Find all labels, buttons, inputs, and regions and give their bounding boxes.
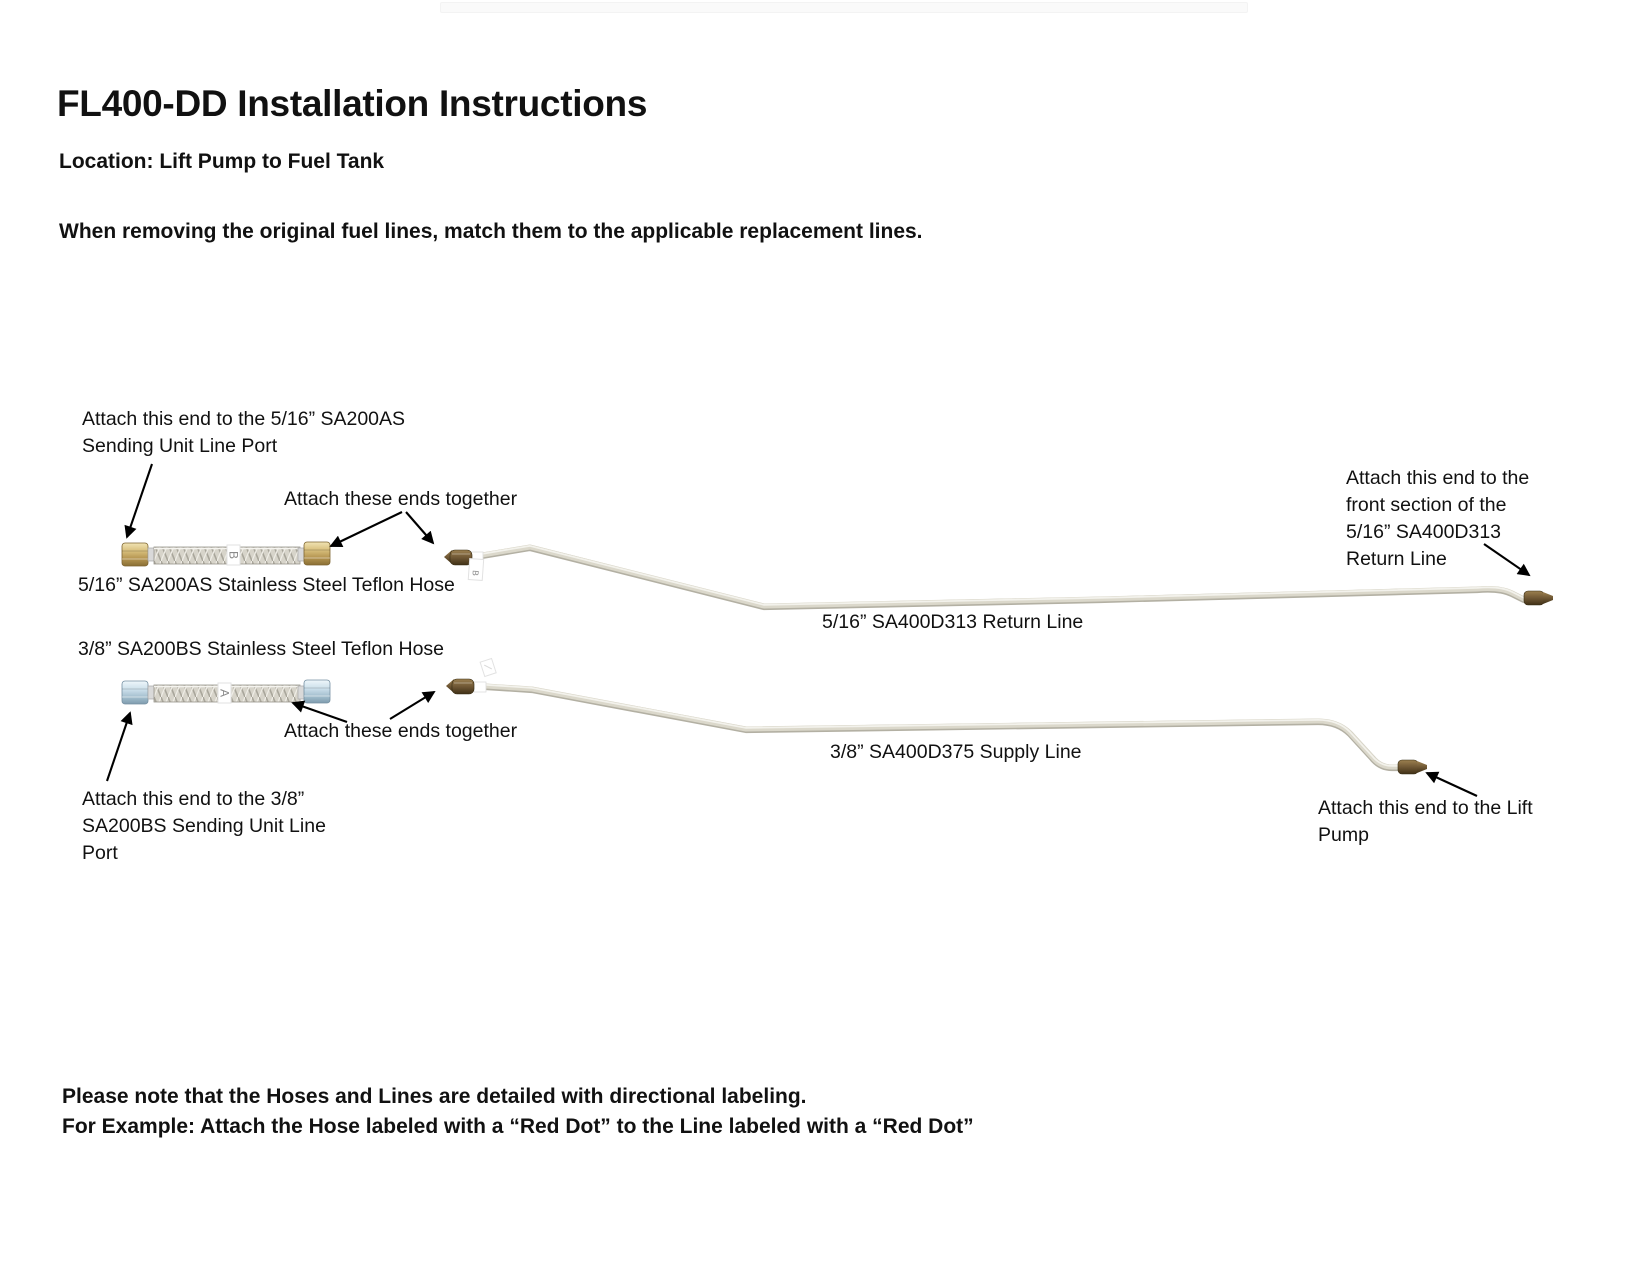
return-line-left-fitting — [449, 549, 473, 566]
arrow-to-supply-line-left-end — [389, 691, 436, 720]
arrow-to-return-line-left-end — [405, 511, 435, 545]
label-supply-line: 3/8” SA400D375 Supply Line — [830, 741, 1082, 763]
arrow-to-hose38-left-end — [106, 711, 133, 782]
arrow-to-hose38-right-end — [291, 700, 348, 723]
annotation-line: Attach this end to the 3/8” — [82, 788, 305, 810]
label-hose-516: 5/16” SA200AS Stainless Steel Teflon Hos… — [78, 574, 455, 596]
arrow-to-return-line-right-end — [1483, 543, 1531, 577]
location-line: Location: Lift Pump to Fuel Tank — [59, 150, 385, 173]
return-line-right-fitting-tip — [1543, 592, 1553, 604]
annotation-attach-sending-unit-38: Attach this end to the 3/8” SA200BS Send… — [82, 786, 326, 867]
hose-38-direction-tag — [217, 682, 232, 704]
supply-line-sa400d375 — [446, 657, 1427, 775]
annotation-line: Pump — [1318, 824, 1369, 846]
supply-line-direction-tag — [479, 657, 497, 678]
annotation-line: Port — [82, 842, 118, 864]
arrow-to-hose516-right-end — [329, 511, 403, 548]
hose-516-direction-tag — [226, 544, 241, 566]
return-line-direction-letter: B — [471, 570, 481, 577]
hose-516-direction-letter: B — [227, 551, 241, 559]
return-line-direction-tag: B — [467, 558, 485, 581]
annotation-attach-ends-top: Attach these ends together — [284, 488, 518, 510]
annotation-line: Attach this end to the — [1346, 467, 1530, 489]
hose-38-sa200bs: A — [121, 679, 331, 705]
annotation-attach-sending-unit-516: Attach this end to the 5/16” SA200AS Sen… — [82, 406, 405, 460]
label-return-line: 5/16” SA400D313 Return Line — [822, 611, 1084, 633]
intro-line: When removing the original fuel lines, m… — [59, 220, 923, 243]
return-line-right-fitting — [1523, 590, 1545, 606]
arrow-to-supply-line-right-end — [1425, 771, 1478, 797]
supply-line-left-fitting — [451, 678, 475, 695]
annotation-line: Return Line — [1346, 548, 1447, 570]
annotation-line: Attach this end to the Lift — [1318, 797, 1533, 819]
top-artifact-bar — [440, 2, 1248, 13]
annotation-line: Attach this end to the 5/16” SA200AS — [82, 408, 406, 430]
return-line-sa400d313: B — [444, 544, 1553, 611]
annotation-line: 5/16” SA400D313 — [1346, 521, 1502, 543]
supply-line-right-fitting — [1397, 759, 1419, 775]
annotation-attach-lift-pump: Attach this end to the Lift Pump — [1318, 795, 1533, 849]
annotation-attach-ends-bottom: Attach these ends together — [284, 720, 518, 742]
annotation-line: SA200BS Sending Unit Line — [82, 815, 326, 837]
annotation-arrows — [106, 463, 1531, 797]
annotation-line: front section of the — [1346, 494, 1507, 516]
hose-38-left-nut — [121, 680, 149, 705]
hose-38-direction-letter: A — [218, 689, 232, 697]
supply-line-right-fitting-tip — [1417, 761, 1427, 773]
arrow-to-hose516-left-end — [124, 463, 153, 539]
annotation-attach-front-section: Attach this end to the front section of … — [1346, 465, 1529, 573]
footer-note-line-1: Please note that the Hoses and Lines are… — [62, 1085, 807, 1108]
page-title: FL400-DD Installation Instructions — [57, 83, 648, 124]
hose-516-right-nut — [303, 541, 331, 566]
annotation-line: Sending Unit Line Port — [82, 435, 278, 457]
footer-note: Please note that the Hoses and Lines are… — [62, 1082, 974, 1142]
hose-516-sa200as: B — [121, 541, 331, 567]
footer-note-line-2: For Example: Attach the Hose labeled wit… — [62, 1115, 974, 1138]
supply-line-left-sleeve — [473, 681, 487, 693]
label-hose-38: 3/8” SA200BS Stainless Steel Teflon Hose — [78, 638, 445, 660]
hose-516-left-nut — [121, 542, 149, 567]
hose-38-right-nut — [303, 679, 331, 704]
